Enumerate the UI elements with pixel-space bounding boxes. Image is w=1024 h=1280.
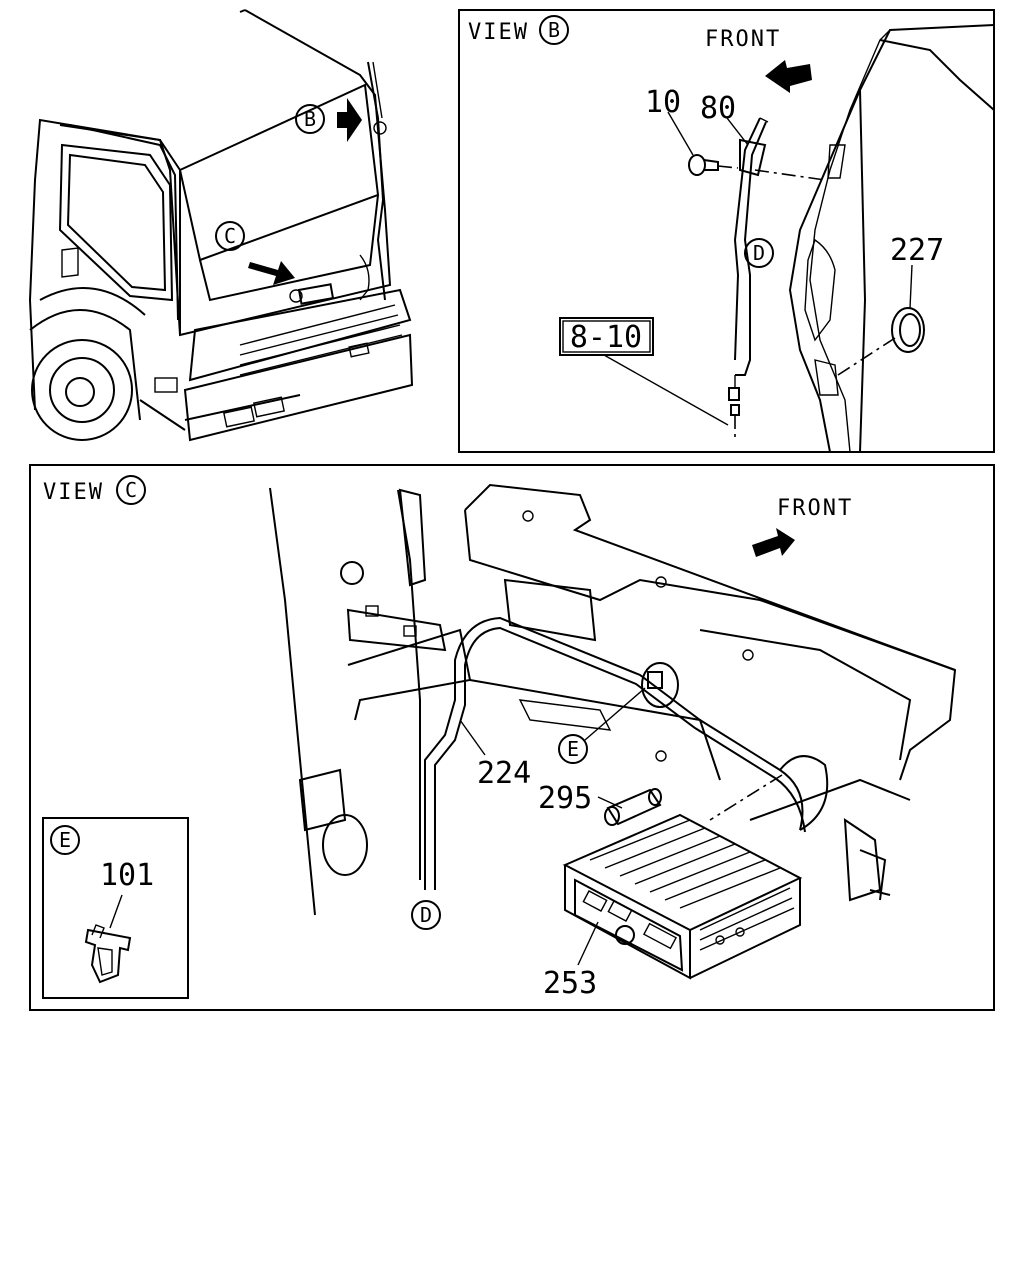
svg-text:E: E (567, 737, 579, 761)
callout-b-overview: B (295, 104, 325, 134)
svg-text:8-10: 8-10 (570, 320, 642, 355)
part-label-224: 224 (477, 756, 531, 791)
view-b-front-label: FRONT (705, 27, 781, 52)
svg-text:D: D (753, 241, 765, 265)
detail-e-letter: E (59, 828, 71, 852)
truck-overview: B C (28, 9, 414, 442)
part-label-227: 227 (890, 233, 944, 268)
arrow-b-icon (337, 98, 362, 142)
detail-e-inset: E 101 (42, 817, 189, 999)
view-c-front-label: FRONT (777, 496, 853, 521)
part-label-10: 10 (645, 85, 681, 120)
svg-text:D: D (420, 903, 432, 927)
callout-d-view-b: D (744, 238, 774, 268)
view-c-panel: VIEW C FRONT (29, 464, 995, 1011)
svg-text:C: C (224, 224, 236, 248)
grommet-227 (891, 307, 925, 353)
callout-c-overview: C (215, 221, 245, 251)
callout-d-view-c: D (411, 900, 441, 930)
part-label-295: 295 (538, 781, 592, 816)
front-arrow-c-icon (752, 528, 795, 557)
radio-unit-253 (562, 813, 803, 980)
view-c-title: VIEW (43, 480, 104, 505)
ref-box-8-10: 8-10 (559, 317, 654, 356)
svg-text:B: B (304, 107, 316, 131)
arrow-c-icon (248, 261, 295, 285)
adapter-295 (604, 788, 662, 826)
clip-101 (84, 924, 132, 984)
part-label-101: 101 (100, 858, 154, 893)
antenna-cable-224 (424, 616, 829, 890)
view-c-letter: C (125, 478, 137, 502)
callout-e-view-c: E (558, 734, 588, 764)
view-b-panel: VIEW B FRONT 10 80 D (458, 9, 995, 453)
screw-10 (688, 154, 739, 176)
front-arrow-b-icon (765, 60, 812, 93)
part-label-80: 80 (700, 91, 736, 126)
view-b-title: VIEW (468, 20, 529, 45)
part-label-253: 253 (543, 966, 597, 1001)
view-b-letter: B (548, 18, 560, 42)
